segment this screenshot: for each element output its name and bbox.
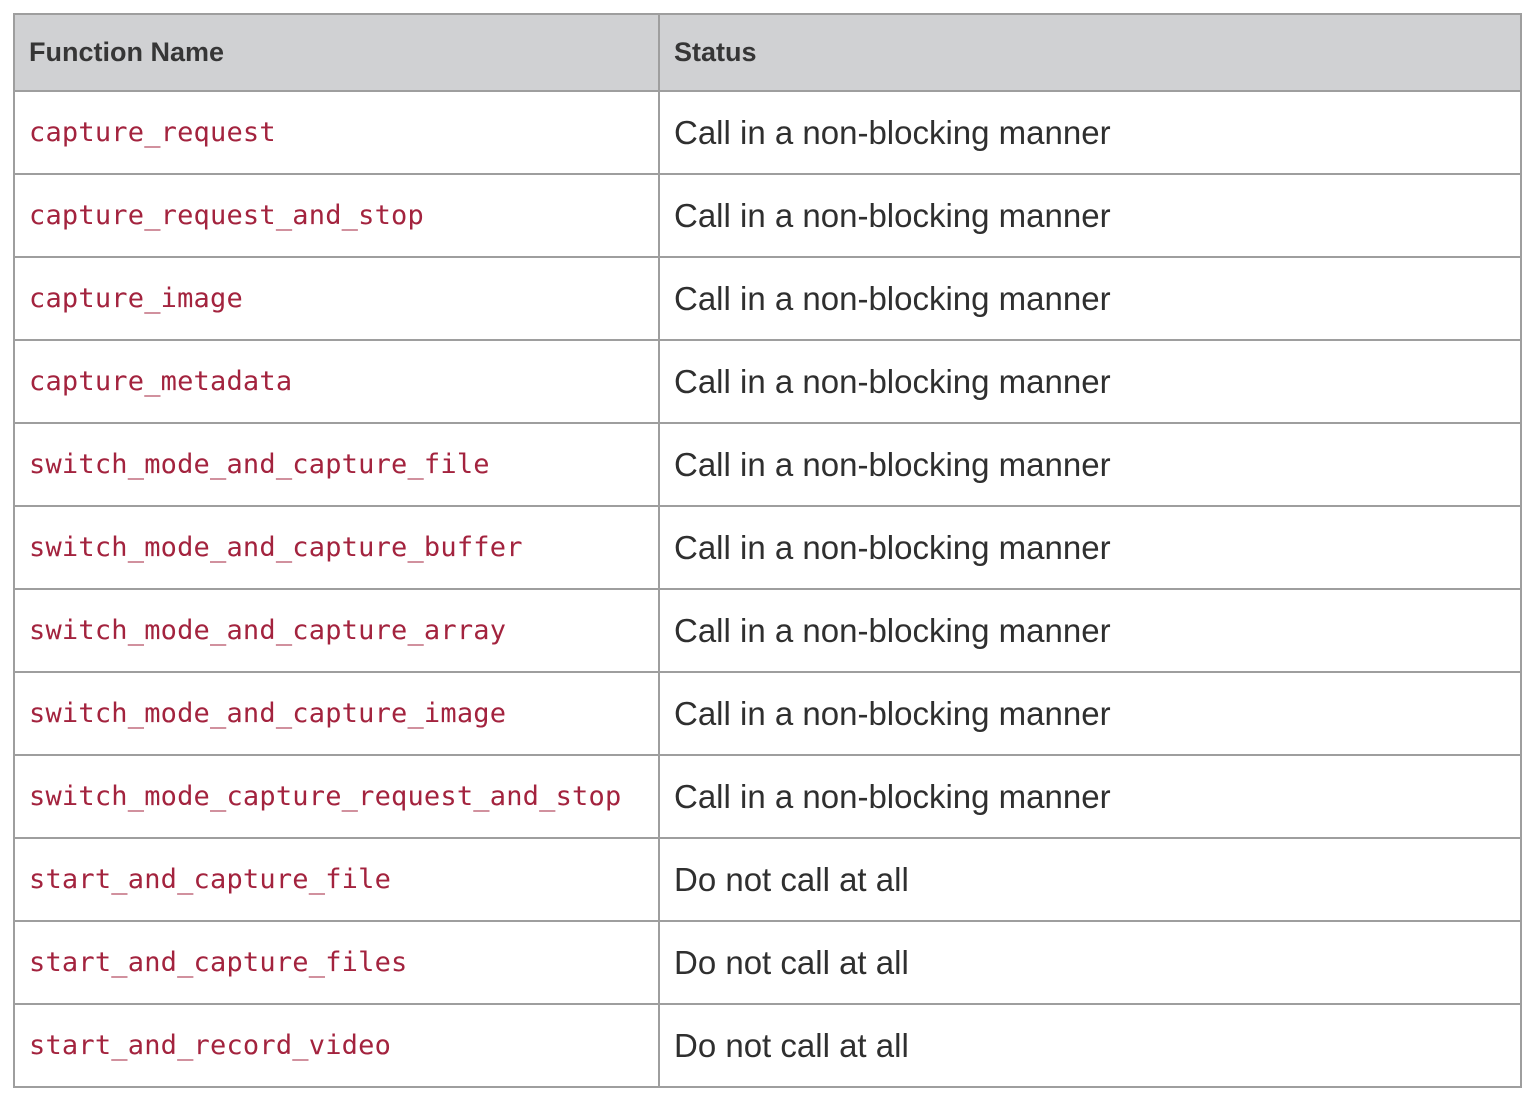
status-cell: Call in a non-blocking manner	[658, 256, 1522, 341]
function-name: start_and_capture_files	[29, 947, 408, 978]
status-cell: Call in a non-blocking manner	[658, 339, 1522, 424]
status-cell: Call in a non-blocking manner	[658, 173, 1522, 258]
table-body: capture_request Call in a non-blocking m…	[13, 90, 1522, 1088]
function-name: start_and_capture_file	[29, 864, 392, 895]
table-row: switch_mode_capture_request_and_stop Cal…	[13, 754, 1522, 839]
function-name-cell: capture_image	[13, 256, 660, 341]
function-name: capture_request	[29, 117, 276, 148]
status-cell: Do not call at all	[658, 1003, 1522, 1088]
status-cell: Call in a non-blocking manner	[658, 90, 1522, 175]
function-name-cell: switch_mode_and_capture_file	[13, 422, 660, 507]
table-row: switch_mode_and_capture_file Call in a n…	[13, 422, 1522, 507]
table-row: capture_request_and_stop Call in a non-b…	[13, 173, 1522, 258]
function-name: switch_mode_and_capture_array	[29, 615, 507, 646]
function-name-cell: capture_request	[13, 90, 660, 175]
function-name-cell: capture_metadata	[13, 339, 660, 424]
status-cell: Do not call at all	[658, 920, 1522, 1005]
status-cell: Do not call at all	[658, 837, 1522, 922]
function-name-cell: start_and_capture_file	[13, 837, 660, 922]
function-name: capture_request_and_stop	[29, 200, 424, 231]
table-row: switch_mode_and_capture_image Call in a …	[13, 671, 1522, 756]
function-name: switch_mode_and_capture_buffer	[29, 532, 523, 563]
status-cell: Call in a non-blocking manner	[658, 671, 1522, 756]
table-row: capture_metadata Call in a non-blocking …	[13, 339, 1522, 424]
table-row: start_and_capture_file Do not call at al…	[13, 837, 1522, 922]
status-cell: Call in a non-blocking manner	[658, 505, 1522, 590]
table-row: switch_mode_and_capture_buffer Call in a…	[13, 505, 1522, 590]
status-cell: Call in a non-blocking manner	[658, 588, 1522, 673]
table-row: capture_image Call in a non-blocking man…	[13, 256, 1522, 341]
function-name-cell: switch_mode_and_capture_image	[13, 671, 660, 756]
function-name-cell: capture_request_and_stop	[13, 173, 660, 258]
function-name-cell: switch_mode_and_capture_buffer	[13, 505, 660, 590]
function-name: capture_metadata	[29, 366, 293, 397]
function-name-cell: switch_mode_capture_request_and_stop	[13, 754, 660, 839]
status-cell: Call in a non-blocking manner	[658, 422, 1522, 507]
function-name-cell: start_and_capture_files	[13, 920, 660, 1005]
table-header: Function Name Status	[13, 13, 1522, 92]
header-row: Function Name Status	[13, 13, 1522, 92]
status-cell: Call in a non-blocking manner	[658, 754, 1522, 839]
function-name: switch_mode_and_capture_image	[29, 698, 507, 729]
table-row: start_and_record_video Do not call at al…	[13, 1003, 1522, 1088]
function-name: capture_image	[29, 283, 243, 314]
table-row: start_and_capture_files Do not call at a…	[13, 920, 1522, 1005]
table-row: switch_mode_and_capture_array Call in a …	[13, 588, 1522, 673]
function-name: start_and_record_video	[29, 1030, 392, 1061]
column-header-function-name: Function Name	[13, 13, 660, 92]
function-name: switch_mode_and_capture_file	[29, 449, 490, 480]
function-name-cell: start_and_record_video	[13, 1003, 660, 1088]
function-name-cell: switch_mode_and_capture_array	[13, 588, 660, 673]
function-status-table: Function Name Status capture_request Cal…	[13, 13, 1522, 1088]
function-name: switch_mode_capture_request_and_stop	[29, 781, 622, 812]
column-header-status: Status	[658, 13, 1522, 92]
table-row: capture_request Call in a non-blocking m…	[13, 90, 1522, 175]
